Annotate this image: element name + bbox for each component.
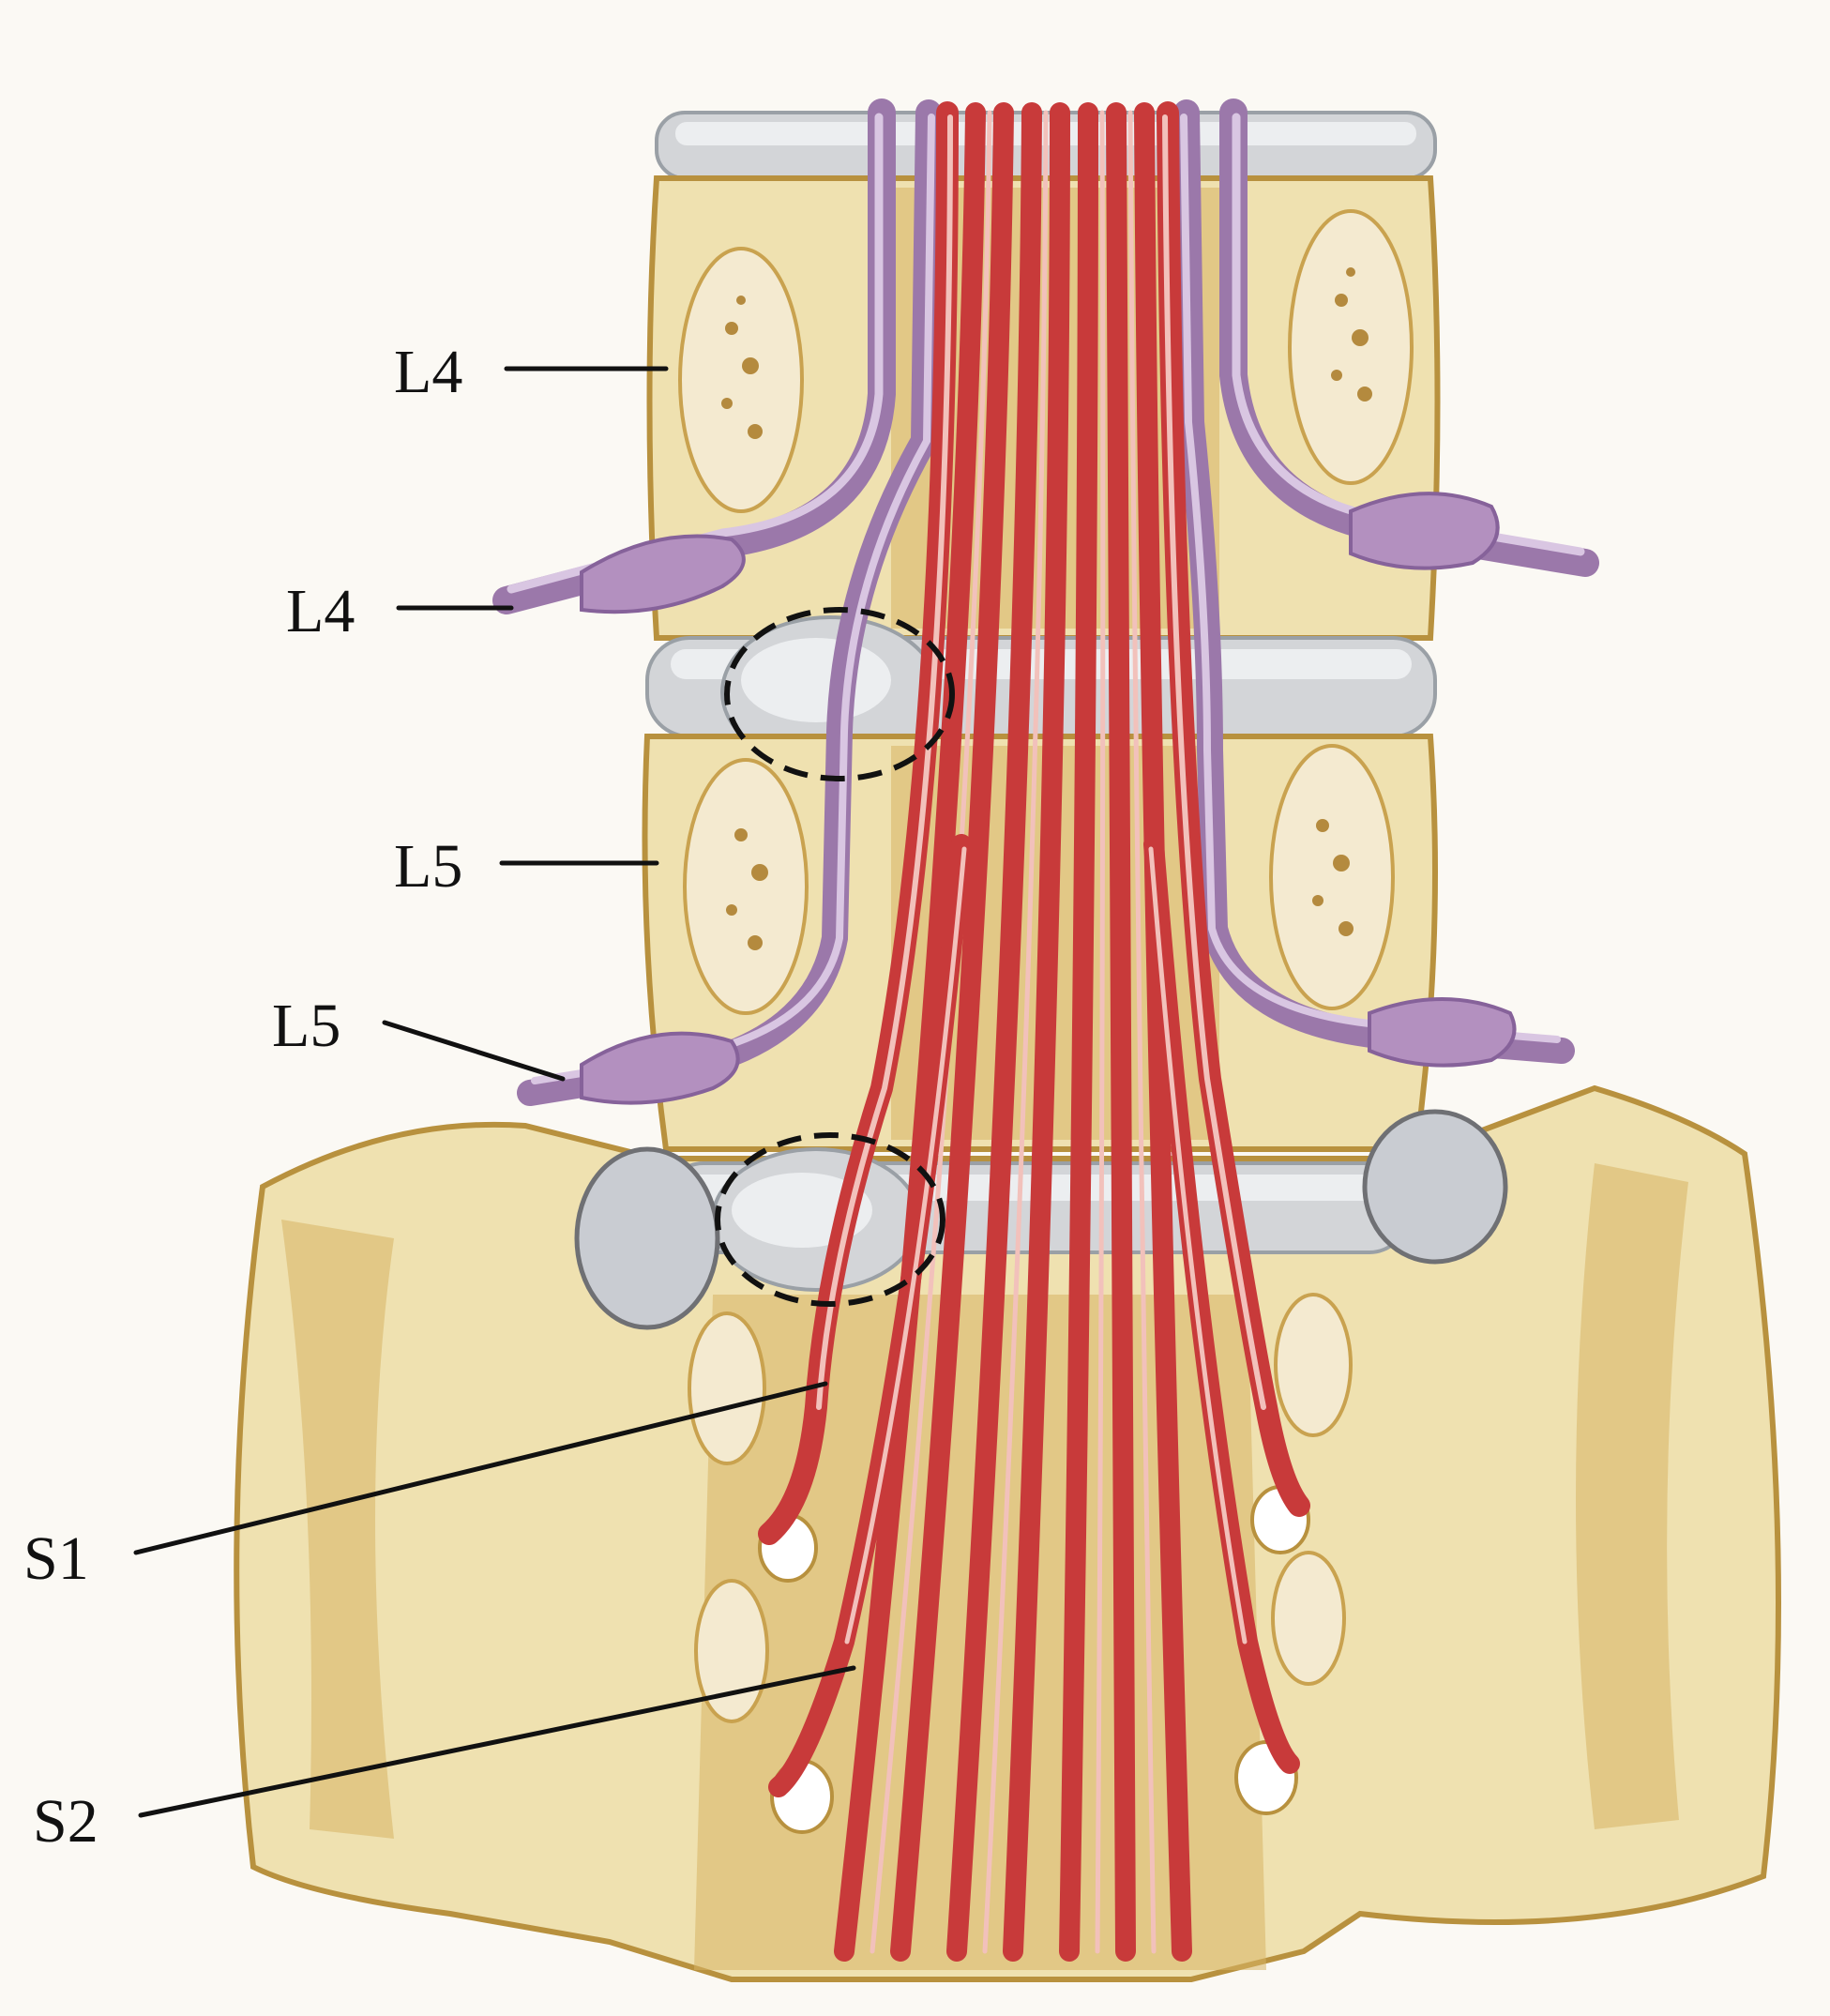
s1-nerve-root-right [1157, 101, 1310, 1517]
l4-vertebra-label: L4 [394, 338, 462, 406]
l4-nerve-root-left [492, 99, 896, 614]
l4-bone-pores [721, 267, 1372, 439]
l5-nerve-root-right [1173, 99, 1575, 1068]
s2-nerve-label: S2 [33, 1787, 98, 1856]
s1-nerve-leader [133, 1381, 828, 1555]
l4-nerve-label: L4 [286, 577, 355, 645]
right-facet-joint [1362, 1109, 1508, 1265]
s1-nerve-root-left [758, 101, 959, 1545]
l5-s1-disc-highlight [715, 1132, 945, 1307]
l5-vertebra-label: L5 [394, 832, 462, 901]
l4-nerve-root-right [1219, 99, 1599, 577]
l5-bone-pores [726, 819, 1354, 950]
l4-l5-disc-highlight [724, 607, 955, 781]
l5-nerve-root-left [517, 99, 942, 1106]
left-facet-joint [574, 1146, 720, 1330]
s2-nerve-root-right [1143, 834, 1300, 1774]
l5-nerve-label: L5 [272, 992, 340, 1060]
s1-nerve-label: S1 [23, 1524, 89, 1593]
s2-nerve-leader [138, 1665, 856, 1818]
s2-nerve-root-left [768, 834, 972, 1797]
l5-nerve-leader [382, 1020, 566, 1082]
